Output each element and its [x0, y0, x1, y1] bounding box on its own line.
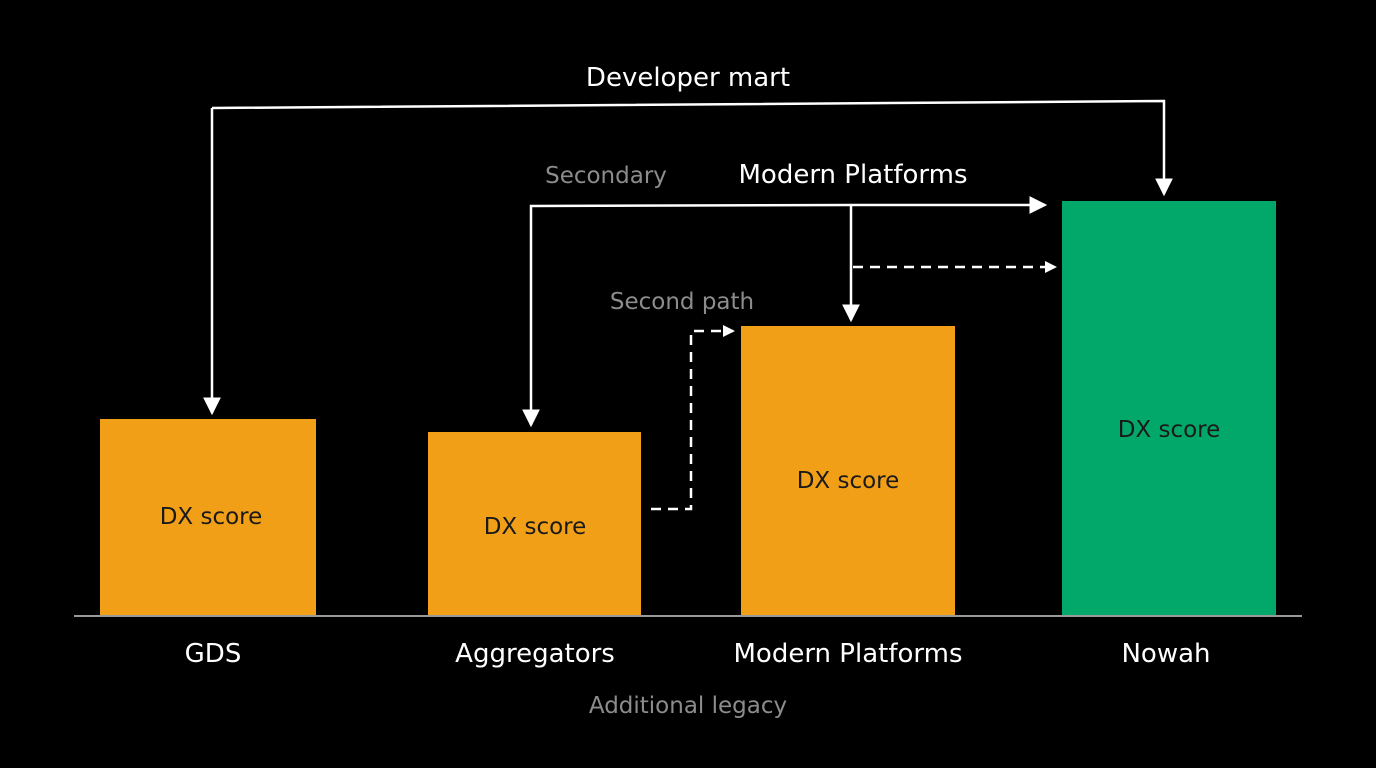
bar-gds [100, 419, 316, 615]
bar-aggregators-score-label: DX score [484, 514, 587, 540]
category-label-modern-platforms: Modern Platforms [733, 639, 962, 669]
category-label-nowah: Nowah [1121, 639, 1210, 669]
bar-modern-platforms-score-label: DX score [797, 468, 900, 494]
secondary-arrow-down [522, 203, 852, 428]
developer-mart-arrow-line [211, 99, 1173, 197]
developer-mart-label: Developer mart [586, 63, 790, 93]
secondary-label: Secondary [545, 163, 667, 189]
bar-gds-score-label: DX score [160, 504, 263, 530]
bar-nowah-score-label: DX score [1118, 417, 1221, 443]
category-label-gds: GDS [185, 639, 242, 669]
bar-nowah [1062, 201, 1276, 615]
category-label-aggregators: Aggregators [455, 639, 615, 669]
bar-modern-platforms [741, 326, 955, 615]
second-path-arrow [651, 325, 735, 511]
second-path-label: Second path [610, 289, 754, 315]
bar-aggregators [428, 432, 641, 615]
modern-platforms-arrow-label: Modern Platforms [738, 160, 967, 190]
footer-caption: Additional legacy [589, 693, 787, 719]
